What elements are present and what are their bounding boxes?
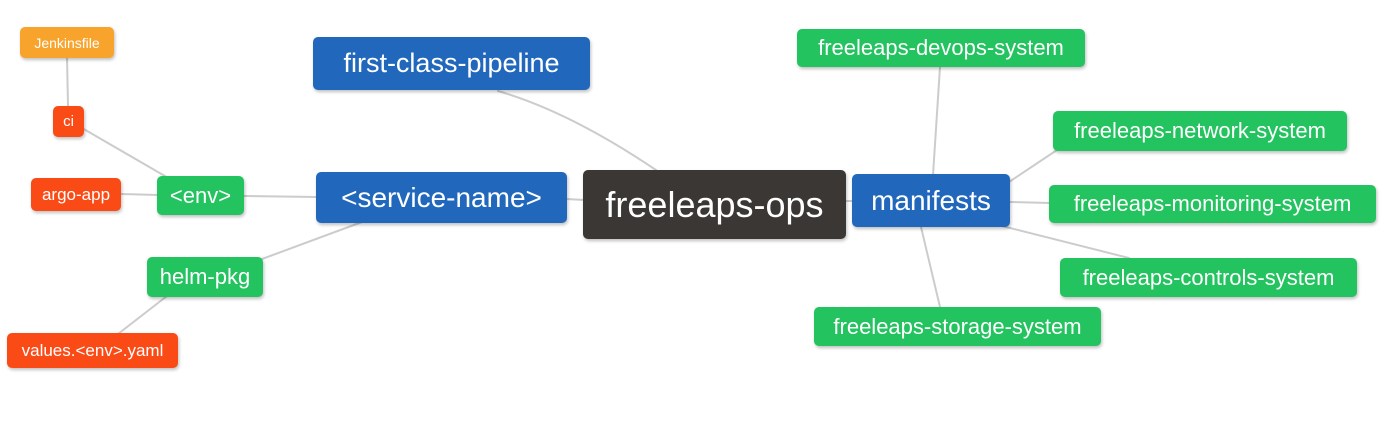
node-manifests[interactable]: manifests	[852, 174, 1010, 227]
edge-helm-pkg-values-env-yaml	[117, 295, 168, 335]
node-freeleaps-ops[interactable]: freeleaps-ops	[583, 170, 846, 239]
node-argo-app[interactable]: argo-app	[31, 178, 121, 211]
node-env[interactable]: <env>	[157, 176, 244, 215]
node-devops-system[interactable]: freeleaps-devops-system	[797, 29, 1085, 67]
edge-manifests-network-system	[1008, 149, 1058, 183]
node-ci[interactable]: ci	[53, 106, 84, 137]
edge-manifests-devops-system	[932, 66, 941, 176]
node-network-system[interactable]: freeleaps-network-system	[1053, 111, 1347, 151]
edge-helm-pkg-service-name	[261, 221, 363, 260]
edge-jenkinsfile-ci	[66, 56, 69, 107]
edge-manifests-storage-system	[920, 226, 941, 308]
node-jenkinsfile[interactable]: Jenkinsfile	[20, 27, 114, 58]
edge-argo-app-env	[120, 193, 159, 196]
edge-env-service-name	[243, 195, 318, 198]
node-first-class-pipeline[interactable]: first-class-pipeline	[313, 37, 590, 90]
edge-manifests-controls-system	[1001, 225, 1130, 259]
node-values-env-yaml[interactable]: values.<env>.yaml	[7, 333, 178, 368]
node-storage-system[interactable]: freeleaps-storage-system	[814, 307, 1101, 346]
node-monitoring-system[interactable]: freeleaps-monitoring-system	[1049, 185, 1376, 223]
node-helm-pkg[interactable]: helm-pkg	[147, 257, 263, 297]
node-service-name[interactable]: <service-name>	[316, 172, 567, 223]
edge-first-class-pipeline-freeleaps-ops	[497, 90, 657, 171]
edge-manifests-monitoring-system	[1009, 201, 1051, 204]
node-controls-system[interactable]: freeleaps-controls-system	[1060, 258, 1357, 297]
edge-ci-env	[81, 127, 171, 180]
